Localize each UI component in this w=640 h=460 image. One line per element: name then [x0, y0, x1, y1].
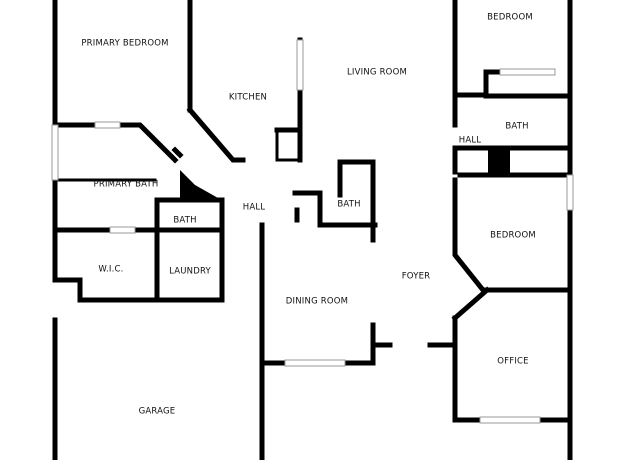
- label-bath-center: BATH: [337, 200, 360, 210]
- window-left-primary: [51, 124, 59, 181]
- label-bath-left: BATH: [173, 216, 196, 226]
- primary-bath-wedge: [180, 170, 218, 198]
- label-garage: GARAGE: [139, 407, 176, 417]
- label-primary-bedroom: PRIMARY BEDROOM: [81, 39, 168, 49]
- window-bath-left: [109, 226, 136, 234]
- window-bedroom-right: [566, 174, 574, 211]
- label-living-room: LIVING ROOM: [347, 68, 407, 78]
- label-bath-right: BATH: [505, 122, 528, 132]
- label-laundry: LAUNDRY: [169, 267, 211, 277]
- label-bedroom-top: BEDROOM: [487, 13, 533, 23]
- label-kitchen: KITCHEN: [229, 93, 267, 103]
- window-bath-right: [499, 68, 556, 76]
- window-office: [479, 416, 541, 424]
- label-wic: W.I.C.: [98, 265, 123, 275]
- window-kitchen: [296, 39, 304, 91]
- label-office: OFFICE: [497, 357, 528, 367]
- windows: [51, 39, 574, 424]
- window-dining: [284, 359, 346, 367]
- label-bedroom-mid: BEDROOM: [490, 231, 536, 241]
- walls: [52, 0, 573, 460]
- label-foyer: FOYER: [402, 272, 431, 282]
- solid-blocks: [180, 148, 510, 198]
- label-hall-center: HALL: [243, 203, 266, 213]
- label-dining-room: DINING ROOM: [286, 297, 348, 307]
- window-primary-top: [94, 121, 121, 129]
- room-labels: PRIMARY BEDROOM KITCHEN LIVING ROOM BEDR…: [81, 13, 536, 417]
- label-hall-right: HALL: [459, 136, 482, 146]
- bath-closet-block: [488, 148, 510, 174]
- label-primary-bath: PRIMARY BATH: [94, 180, 159, 190]
